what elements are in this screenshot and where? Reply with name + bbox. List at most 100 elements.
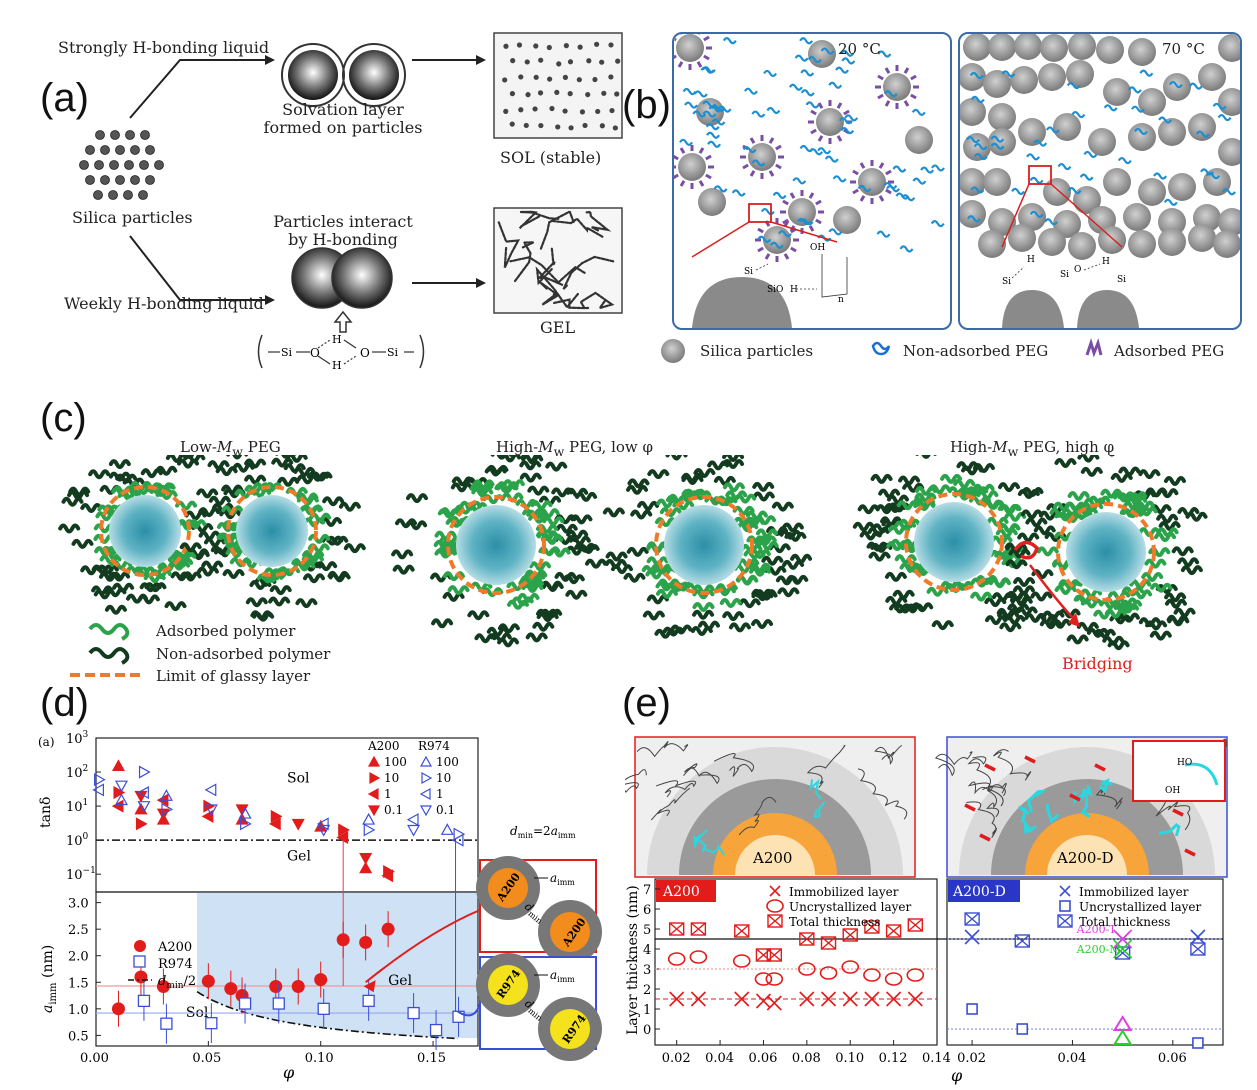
legend-adsorbed-peg: Adsorbed PEG: [1114, 342, 1225, 360]
d-top-point: [316, 817, 329, 831]
e-legend-immob: Immobilized layer: [789, 885, 899, 899]
d-bottom-ytick: 0.5: [68, 1029, 89, 1044]
e-point-uncryst: [765, 972, 784, 986]
d-point-a200: [336, 933, 350, 947]
e-point-uncryst: [689, 950, 708, 964]
e-point-immobilized: [864, 991, 880, 1007]
e-legend-immob: Immobilized layer: [1079, 885, 1189, 899]
e-right-frame: [946, 878, 1224, 1046]
panel-label-e: (e): [622, 681, 671, 725]
d-top-point: [362, 812, 376, 825]
e-point-total: [885, 924, 902, 938]
e-ytick: 2: [643, 983, 651, 998]
label-solvation-layer-2: formed on particles: [263, 118, 423, 137]
d-top-point: [381, 869, 394, 883]
d-top-point: [419, 755, 433, 767]
d-top-point: [291, 818, 305, 831]
b-o-1: O: [776, 285, 783, 295]
d-bottom-ytick: 1.0: [68, 1003, 89, 1018]
e-xtick-left: 0.04: [705, 1051, 734, 1066]
d-point-a200: [224, 982, 238, 996]
d-xtick: 0.15: [417, 1051, 446, 1066]
e-legend-total: Total thickness: [1079, 915, 1170, 929]
e-point-immobilized: [1113, 939, 1133, 959]
d-arrow-blue: [457, 1003, 481, 1017]
d-top-point: [156, 812, 170, 825]
e-xtick-right: 0.06: [1158, 1051, 1187, 1066]
d-top-point: [369, 771, 381, 785]
d-top-point: [138, 765, 151, 779]
d-point-a200: [381, 922, 395, 936]
d-top-point: [406, 813, 419, 827]
e-point-uncryst: [732, 954, 751, 968]
b-n: n: [838, 295, 844, 305]
e-sphere-label: A200-D: [1056, 849, 1114, 867]
e-point-immobilized: [1190, 929, 1206, 945]
e-tag-left: A200: [662, 884, 700, 900]
d-legend-header-a200: A200: [367, 739, 400, 753]
d-point-r974: [160, 1017, 173, 1030]
d-bottom-ylabel: aimm (nm): [40, 945, 59, 1013]
d-legend-freq: 0.1: [384, 803, 403, 817]
d-top-frame: [95, 737, 479, 893]
formula-si-left: Si: [281, 346, 293, 359]
e-point-uncryst: [798, 962, 816, 976]
e-point-total: [864, 920, 880, 934]
d-point-a200: [111, 1002, 125, 1016]
e-point-immobilized: [907, 991, 923, 1007]
d-top-point: [269, 817, 281, 831]
e-xtick-left: 0.08: [792, 1051, 821, 1066]
d-point-a200: [314, 973, 328, 987]
e-ytick: 6: [643, 903, 651, 918]
d-top-point: [419, 805, 433, 817]
e-ytick: 5: [643, 923, 651, 938]
e-point-total: [755, 948, 772, 962]
e-point-uncryst: [1059, 900, 1071, 912]
b-h-3: H: [1102, 257, 1110, 267]
d-legend-dmin2: dmin/2: [158, 974, 196, 991]
c-title-high-mw-low-phi: High-Mw PEG, low φ: [496, 438, 654, 459]
d-point-a200: [359, 935, 373, 949]
panel-b-illustration: Si Si O H OH n Si H Si O H Si: [674, 34, 1240, 328]
b-si-5: Si: [1117, 275, 1126, 285]
d-bottom-ytick: 1.5: [68, 976, 89, 991]
d-point-a200: [291, 980, 305, 994]
d-legend-freq: 10: [384, 771, 399, 785]
d-xtick: 0.10: [305, 1051, 334, 1066]
e-ytick: 4: [643, 943, 651, 958]
panel-a-diagram: Si O H H O Si: [79, 32, 623, 372]
e-point-uncryst: [906, 968, 925, 982]
d-top-point: [92, 783, 105, 797]
label-gel: GEL: [540, 318, 576, 337]
d-bottom-frame: [95, 891, 479, 1047]
c-title-low-mw: Low-Mw PEG: [180, 438, 281, 459]
e-point-uncryst: [966, 1003, 978, 1015]
label-sol-stable: SOL (stable): [500, 148, 602, 167]
d-top-ytick: 103: [66, 730, 89, 747]
e-point-immobilized: [886, 991, 902, 1007]
e-point-total: [734, 924, 750, 938]
e-point-uncryst: [819, 966, 838, 980]
d-inset-aimm: aimm: [550, 968, 575, 984]
e-point-uncryst: [884, 972, 903, 986]
d-top-point: [407, 824, 421, 837]
d-bottom-ytick: 3.0: [68, 897, 89, 912]
d-top-point: [137, 801, 151, 813]
d-top-point: [238, 806, 252, 819]
d-top-point: [336, 830, 349, 844]
e-tag-right: A200-D: [952, 884, 1006, 900]
d-point-r974: [238, 997, 252, 1010]
d-top-ytick: 102: [66, 764, 88, 781]
d-top-point: [419, 787, 431, 801]
d-xtick: 0.00: [80, 1051, 109, 1066]
e-xtick-right: 0.04: [1057, 1051, 1086, 1066]
d-top-ylabel: tanδ: [38, 797, 54, 828]
e-xtick-right: 0.02: [957, 1051, 986, 1066]
panel-b-legend: [661, 338, 1103, 363]
b-h-2: H: [1027, 255, 1035, 265]
e-point-immobilized: [669, 991, 685, 1007]
label-bridging: Bridging: [1062, 654, 1133, 673]
formula-si-right: Si: [387, 346, 399, 359]
d-gel-top: Gel: [287, 849, 311, 865]
b-h-1: H: [790, 285, 798, 295]
